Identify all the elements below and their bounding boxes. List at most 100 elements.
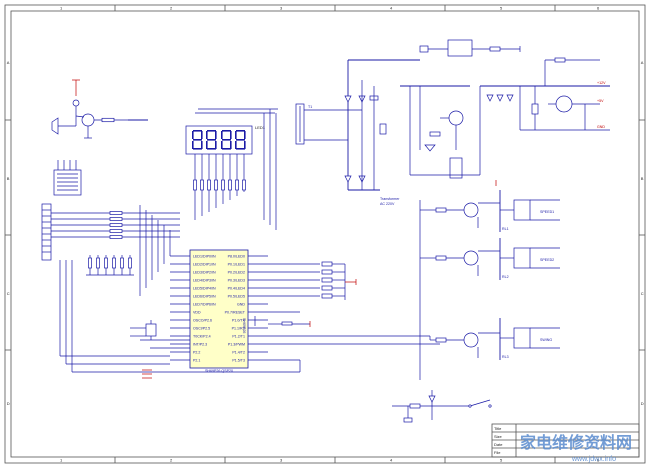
- reset-switch-circuit: [392, 390, 492, 423]
- column-label: 2: [170, 458, 173, 463]
- mcu-left-pins: LED1/DIP0/IN LED2/DIP1/IN LED3/DIP2/IN L…: [170, 254, 216, 362]
- mcu-pin-label: P0.3/LED3: [228, 278, 245, 282]
- mcu-pin-label: INT/P2.3: [193, 342, 207, 346]
- mcu-pin-label: P0.1/LED1: [228, 262, 245, 266]
- mcu-pin-label: P0.7/RESET: [225, 310, 246, 314]
- resistor: [101, 117, 115, 123]
- transistor-tr4: [463, 332, 479, 348]
- dip-switch-block: [53, 160, 82, 196]
- mcu-pin-label: P0.2/LED2: [228, 270, 245, 274]
- column-label: 5: [500, 458, 503, 463]
- mcu-pin-label: LED7/DIP6/IN: [193, 302, 216, 306]
- opto-and-relay-top: [419, 39, 521, 57]
- regulator-ic: [449, 157, 463, 179]
- row-label: D: [641, 401, 644, 406]
- power-label-vdd: +5V: [597, 99, 604, 103]
- mcu-pin-label: P1.0/TX: [232, 318, 246, 322]
- mcu-power-pins: [142, 369, 152, 379]
- row-label: D: [7, 401, 10, 406]
- title-row-label: Size: [494, 434, 503, 439]
- column-label: 3: [280, 6, 283, 11]
- seven-segment-display: LED1: [185, 108, 278, 230]
- relay-driver-1: SPEED1 RL1: [419, 190, 560, 380]
- connector-cn1: [41, 203, 52, 261]
- row-label: B: [7, 176, 10, 181]
- buzzer-circuit: [51, 79, 148, 139]
- row-label: A: [7, 60, 10, 65]
- watermark-chinese: 家电维修资料网: [520, 433, 632, 452]
- relay-net-label: SPEED2: [540, 258, 554, 262]
- transistor-tr1: [81, 113, 95, 127]
- column-label: 3: [280, 458, 283, 463]
- watermark: 家电维修资料网 www.jdwx.info: [520, 433, 632, 463]
- relay-coil: [513, 199, 531, 221]
- mcu-pin-label: LED5/DIP4/IN: [193, 286, 216, 290]
- frame-column-labels-bottom: 1 2 3 4 5 6: [60, 458, 600, 463]
- mcu-body: [189, 249, 249, 369]
- mcu-pin-label: LED2/DIP1/IN: [193, 262, 216, 266]
- mcu-pin-label: OSCO/P2.6: [193, 318, 212, 322]
- column-label: 4: [390, 458, 393, 463]
- relay-driver-2: SPEED2 RL2: [420, 238, 560, 280]
- transformer-t1: T1 Transformer AC 220V: [295, 103, 400, 206]
- mcu-left-wiring: [59, 205, 190, 373]
- display-ref: LED1: [255, 125, 266, 130]
- mcu-pin-label: P1.2/T1: [232, 334, 245, 338]
- mcu-pin-label: T0CK/P2.4: [193, 334, 211, 338]
- key-resistor-array: [86, 255, 134, 276]
- row-label: C: [7, 291, 10, 296]
- relay-net-label: SPEED1: [540, 210, 554, 214]
- relay-net-label: SWING: [540, 338, 552, 342]
- digit-3: [221, 130, 232, 150]
- led-output-bus: [268, 261, 357, 300]
- mcu-pin-label: P2.1: [193, 358, 200, 362]
- relay-ref: RL3: [502, 355, 509, 359]
- transistor-tr2: [463, 202, 479, 218]
- transistor-tr3: [463, 250, 479, 266]
- relay-ref: RL2: [502, 275, 509, 279]
- transformer-note: AC 220V: [380, 202, 395, 206]
- mcu-pin-label: P1.5/T3: [232, 358, 245, 362]
- mcu-pin-label: LED4/DIP3/IN: [193, 278, 216, 282]
- column-label: 5: [500, 6, 503, 11]
- mcu-pin-label: P2.2: [193, 350, 200, 354]
- title-row-label: Title: [494, 426, 502, 431]
- regulator-section: [400, 85, 497, 186]
- relay-ref: RL1: [502, 227, 509, 231]
- frame-row-labels-left: A B C D: [7, 60, 10, 406]
- mcu-pin-label: P1.4/T2: [232, 350, 245, 354]
- digit-4: [235, 130, 246, 150]
- title-row-label: File: [494, 450, 501, 455]
- power-label-vcc: +12V: [597, 81, 606, 85]
- frame-row-labels-right: A B C D: [641, 60, 644, 406]
- bridge-rectifier: [340, 59, 420, 191]
- mcu-pin-label: P1.1/RX: [232, 326, 246, 330]
- mcu-mid-right-wiring: [160, 311, 440, 373]
- watermark-url: www.jdwx.info: [571, 456, 616, 463]
- crystal: [145, 323, 157, 337]
- mcu-chip: SH69P26 QSP20 SH69P26: [189, 249, 249, 373]
- column-label: 2: [170, 6, 173, 11]
- transformer-ref: T1: [308, 105, 312, 109]
- relay-driver-3: SWING RL3: [429, 318, 560, 360]
- display-driver-resistors: [193, 154, 246, 220]
- mcu-pin-label: LED1/DIP0/IN: [193, 254, 216, 258]
- column-label: 1: [60, 458, 63, 463]
- mcu-part-number: SH69P26 QSP20: [205, 369, 233, 373]
- mcu-pin-label: OSCI/P2.5: [193, 326, 210, 330]
- row-label: A: [641, 60, 644, 65]
- mcu-pin-label: P0.5/LED5: [228, 294, 245, 298]
- relay-coil: [513, 247, 531, 269]
- mcu-pin-label: P1.3/PWM: [228, 342, 245, 346]
- transistor-q2: [555, 95, 573, 113]
- title-row-label: Date: [494, 442, 503, 447]
- mcu-pin-label: GND: [237, 302, 245, 306]
- drawing-frame: [4, 4, 646, 464]
- mcu-pin-label: LED6/DIP5/IN: [193, 294, 216, 298]
- mcu-right-pins: P8.0/LED0 P0.1/LED1 P0.2/LED2 P0.3/LED3 …: [225, 254, 268, 362]
- mcu-pin-label: P0.4/LED4: [228, 286, 245, 290]
- row-label: C: [641, 291, 644, 296]
- mcu-pin-label: LED3/DIP2/IN: [193, 270, 216, 274]
- relay-coil: [513, 327, 531, 349]
